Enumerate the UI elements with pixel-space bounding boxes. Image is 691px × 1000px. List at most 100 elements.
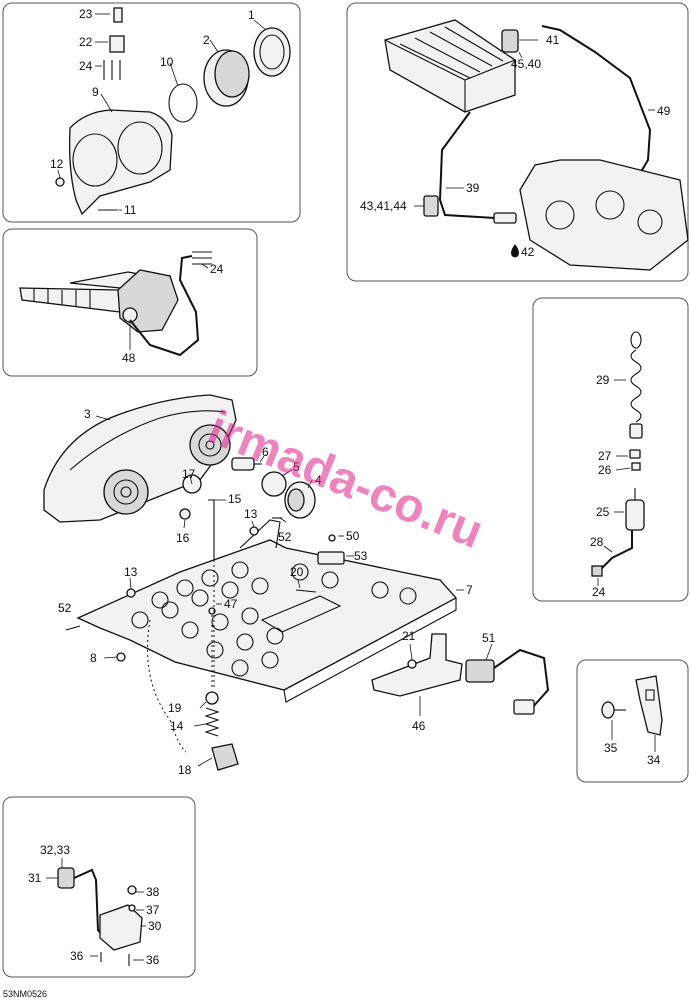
engine-block [519, 159, 689, 271]
callout-12: 12 [50, 157, 64, 171]
panel-battery-sensor: 41 45,40 49 39 43,41,44 42 [346, 2, 689, 282]
resistor [317, 551, 345, 565]
connector-31 [57, 867, 75, 889]
callout-27: 27 [598, 449, 612, 463]
callout-50: 50 [346, 529, 360, 543]
callout-29: 29 [596, 373, 610, 387]
callout-9: 9 [92, 85, 99, 99]
callout-42: 42 [521, 245, 535, 259]
callout-23: 23 [79, 7, 93, 21]
callout-34: 34 [647, 753, 661, 767]
rubber-boot [284, 481, 316, 519]
switch-harness [129, 255, 200, 357]
callout-26: 26 [598, 463, 612, 477]
callout-17: 17 [182, 467, 196, 481]
callout-32-33: 32,33 [40, 843, 70, 857]
callout-24-top: 24 [79, 59, 93, 73]
gauge-body [203, 49, 250, 107]
nut-26 [631, 462, 641, 471]
callout-30: 30 [148, 919, 162, 933]
callout-6: 6 [262, 445, 269, 459]
callout-10: 10 [160, 55, 174, 69]
callout-25: 25 [596, 505, 610, 519]
callout-49: 49 [657, 104, 671, 118]
cable-49 [541, 25, 652, 181]
callout-15: 15 [228, 492, 242, 506]
callout-51: 51 [482, 631, 496, 645]
callout-8: 8 [90, 651, 97, 665]
callout-35: 35 [604, 741, 618, 755]
bulb-retainer [261, 471, 287, 497]
headlight-lamp-right [189, 424, 231, 466]
battery-connector [501, 29, 519, 53]
callout-2: 2 [203, 33, 210, 47]
callout-46: 46 [412, 719, 426, 733]
voltage-regulator-connector [465, 648, 550, 715]
plate-holes [131, 561, 417, 677]
washer-19 [205, 691, 219, 705]
dotted-wire [147, 619, 187, 753]
headlight-bulb [231, 457, 262, 471]
callout-11: 11 [124, 203, 137, 217]
electronic-module [99, 904, 143, 951]
o-ring [168, 83, 198, 123]
screw-13-top [249, 526, 259, 536]
callout-3: 3 [84, 407, 91, 421]
callout-52-right: 52 [278, 530, 292, 544]
spring [204, 707, 220, 737]
battery [384, 19, 516, 113]
callout-45-40: 45,40 [511, 57, 541, 71]
connector-18 [211, 743, 239, 771]
bulb [113, 7, 123, 23]
screw-20 [295, 589, 317, 593]
callout-47: 47 [224, 597, 238, 611]
panel-module: 32,33 31 38 37 30 36 36 [2, 796, 196, 978]
callout-39: 39 [466, 181, 480, 195]
bulb-socket [109, 35, 125, 53]
panel-handlebar-switch: 48 24 [2, 228, 258, 377]
terminals [103, 60, 121, 80]
panel-clip: 35 34 [576, 659, 689, 783]
main-assembly: 3 6 5 4 17 15 16 13 52 13 20 50 53 7 47 … [43, 394, 550, 777]
callout-7: 7 [466, 583, 473, 597]
callout-22: 22 [79, 35, 93, 49]
cord-end-loop [630, 331, 642, 349]
callout-13-left: 13 [124, 565, 138, 579]
callout-13-top: 13 [244, 507, 258, 521]
washer-38 [127, 885, 137, 895]
nut-16 [179, 508, 191, 520]
sensor-connector [423, 195, 439, 217]
callout-24-handlebar: 24 [210, 262, 224, 276]
callout-16: 16 [176, 531, 190, 545]
callout-1: 1 [248, 8, 255, 22]
callout-24-plug: 24 [592, 585, 606, 599]
callout-38: 38 [146, 885, 160, 899]
screw-47 [208, 607, 216, 615]
clip [635, 675, 663, 736]
cord-plug [629, 423, 643, 439]
screw-52-left [65, 625, 81, 631]
callout-18: 18 [178, 763, 192, 777]
plug-harness [599, 530, 633, 571]
nut-21 [407, 659, 417, 669]
callout-31: 31 [28, 871, 42, 885]
callout-5: 5 [293, 460, 300, 474]
mounting-bracket [371, 633, 463, 697]
push-rivet [601, 701, 626, 719]
adjuster-rod [208, 499, 215, 560]
washer-37 [128, 904, 136, 912]
temperature-sensor [493, 212, 517, 224]
callout-14: 14 [170, 719, 184, 733]
gauge-bezel-ring [253, 27, 291, 77]
headlight-lamp-left [103, 469, 149, 515]
nut [55, 177, 65, 187]
callout-43-41-44: 43,41,44 [360, 199, 407, 213]
plug-body [625, 499, 645, 531]
figure-code: 53NM0526 [3, 989, 47, 999]
coil-cord [630, 349, 642, 423]
callout-21: 21 [402, 629, 416, 643]
callout-19: 19 [168, 701, 182, 715]
oil-drop-icon [511, 244, 519, 258]
nut-8 [116, 652, 126, 662]
